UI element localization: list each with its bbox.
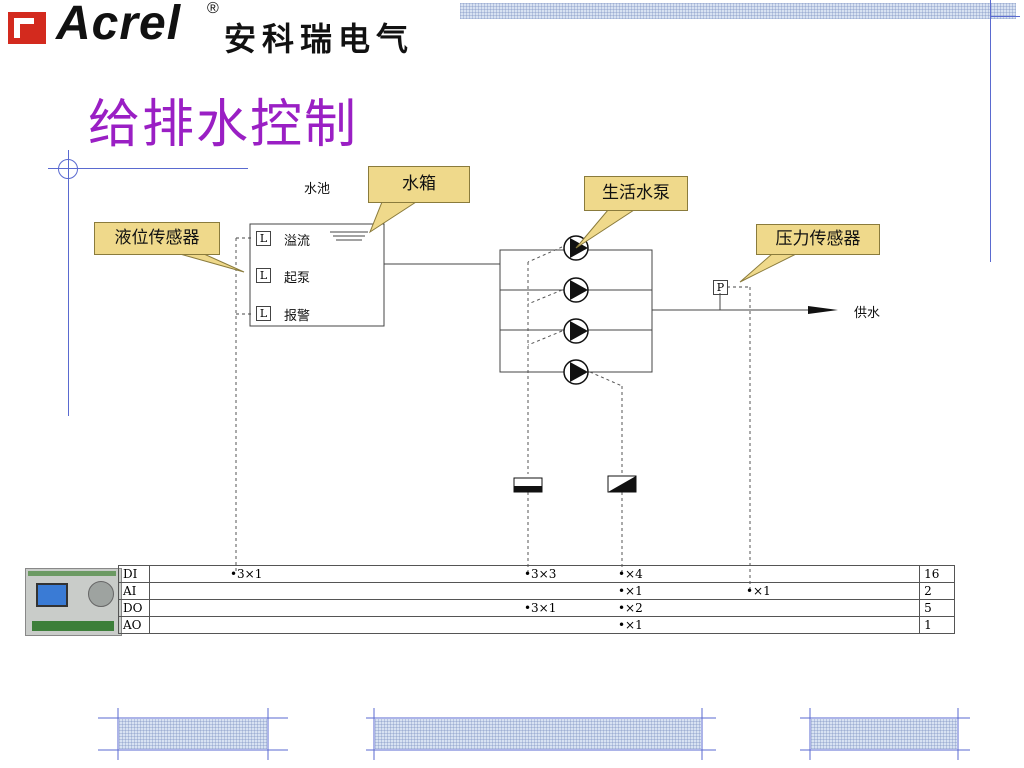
brand-logo-mark <box>8 10 48 46</box>
pump-icon <box>562 358 590 386</box>
brand-name-cn: 安科瑞电气 <box>224 20 415 58</box>
pump-icon <box>562 317 590 345</box>
level-sensor-box: L <box>256 306 271 321</box>
io-mark: •×2 <box>617 601 643 615</box>
supply-label: 供水 <box>854 306 881 321</box>
io-marks-cell: •×1 <box>148 616 921 634</box>
footer-pattern-left <box>119 719 267 749</box>
io-mark: •×1 <box>745 584 771 598</box>
footer-pattern-right <box>811 719 957 749</box>
level-sensor-box: L <box>256 268 271 283</box>
page-title: 给排水控制 <box>88 95 359 155</box>
controller-device-image <box>25 568 122 636</box>
controller-terminal-strip <box>28 571 116 576</box>
header-pattern-bar <box>460 3 1016 19</box>
pressure-sensor-box: P <box>713 280 728 295</box>
table-row: DO •3×1 •×2 5 <box>118 599 955 617</box>
crosshair-circle <box>58 159 78 179</box>
io-mark: •3×1 <box>523 601 557 615</box>
controller-terminal-strip <box>32 621 114 631</box>
table-row: AO •×1 1 <box>118 616 955 634</box>
horizontal-rule-top-right <box>990 16 1020 17</box>
horizontal-rule-title <box>48 168 248 169</box>
io-table: DI •3×1 •3×3 •×4 16 AI •×1 •×1 2 DO •3×1… <box>118 565 955 634</box>
vertical-rule-right <box>990 0 991 262</box>
controller-screen <box>36 583 68 607</box>
level-overflow-label: 溢流 <box>284 234 311 249</box>
pump-icon <box>562 276 590 304</box>
vertical-rule-left <box>68 150 69 416</box>
io-mark: •×1 <box>617 584 643 598</box>
io-mark: •×4 <box>617 567 643 581</box>
io-total-cell: 1 <box>919 616 955 634</box>
footer-pattern-center <box>375 719 701 749</box>
callout-pressure-sensor: 压力传感器 <box>756 224 880 255</box>
table-row: DI •3×1 •3×3 •×4 16 <box>118 565 955 583</box>
callout-pump: 生活水泵 <box>584 176 688 211</box>
callout-water-tank: 水箱 <box>368 166 470 203</box>
tank-label: 水池 <box>304 182 331 197</box>
level-start-pump-label: 起泵 <box>284 271 311 286</box>
io-mark: •3×3 <box>523 567 557 581</box>
controller-keypad-icon <box>88 581 114 607</box>
brand-name: Acrel <box>56 0 182 50</box>
callout-level-sensor: 液位传感器 <box>94 222 220 255</box>
registered-mark: ® <box>207 0 219 17</box>
level-alarm-label: 报警 <box>284 309 311 324</box>
io-mark: •×1 <box>617 618 643 632</box>
level-sensor-box: L <box>256 231 271 246</box>
io-mark: •3×1 <box>229 567 263 581</box>
